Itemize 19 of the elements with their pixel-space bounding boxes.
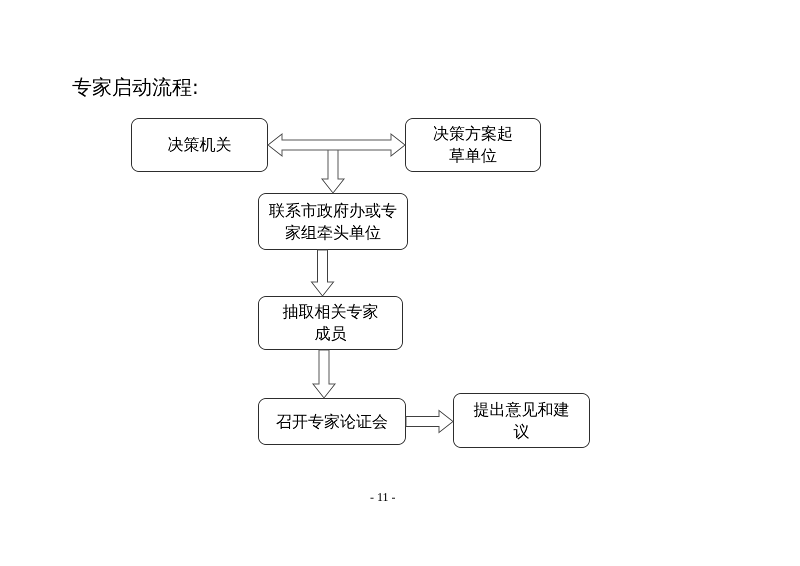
process-box — [258, 296, 403, 350]
block-arrow — [320, 150, 346, 194]
heading: 专家启动流程: — [72, 74, 199, 101]
node-text: 联系市政府办或专家组牵头单位 — [268, 200, 398, 244]
node-text: 抽取相关专家成员 — [282, 301, 380, 345]
node-text: 决策机关 — [166, 134, 232, 156]
node-text: 决策方案起草单位 — [432, 123, 514, 167]
block-arrow — [267, 132, 406, 158]
block-arrow — [312, 350, 336, 399]
page-number: - 11 - — [370, 490, 396, 505]
process-box — [405, 118, 541, 172]
process-box — [258, 193, 408, 250]
node-text: 提出意见和建议 — [472, 398, 570, 442]
process-box — [453, 393, 590, 448]
block-arrow — [406, 409, 454, 434]
block-arrow — [310, 250, 335, 297]
process-box — [131, 118, 268, 172]
process-box — [258, 398, 406, 445]
node-text: 召开专家论证会 — [275, 410, 389, 432]
